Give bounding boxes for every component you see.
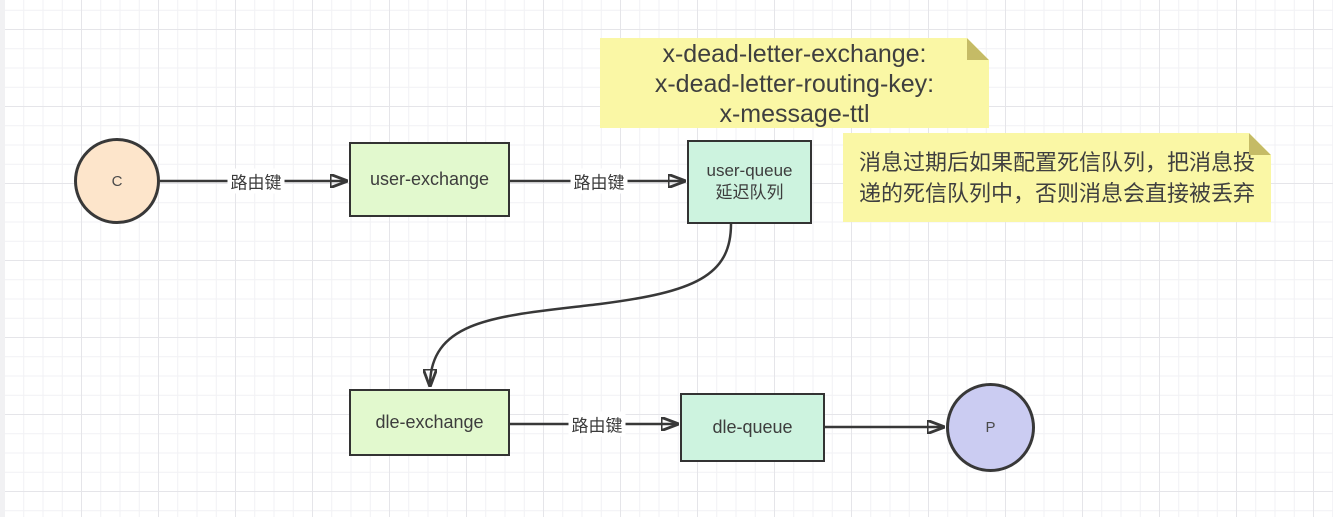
note-line-1: x-dead-letter-exchange: bbox=[662, 40, 927, 68]
node-consumer-label: C bbox=[111, 172, 123, 190]
node-user-queue-label: user-queue bbox=[706, 161, 793, 180]
node-consumer-c[interactable]: C bbox=[74, 138, 160, 224]
canvas-left-edge bbox=[0, 0, 5, 517]
note-line-3: x-message-ttl bbox=[719, 100, 870, 128]
node-dle-queue[interactable]: dle-queue bbox=[680, 393, 825, 462]
note-line-2: x-dead-letter-routing-key: bbox=[654, 70, 935, 98]
node-user-exchange-label: user-exchange bbox=[369, 169, 490, 189]
node-dle-exchange-label: dle-exchange bbox=[375, 412, 484, 432]
node-user-queue-sublabel: 延迟队列 bbox=[715, 183, 784, 202]
note-description-text: 消息过期后如果配置死信队列，把消息投递的死信队列中，否则消息会直接被丢弃 bbox=[859, 150, 1256, 206]
node-user-queue[interactable]: user-queue 延迟队列 bbox=[687, 140, 812, 224]
edge-user-queue-to-dle-exchange[interactable] bbox=[430, 223, 733, 386]
note-dead-letter-properties[interactable]: x-dead-letter-exchange: x-dead-letter-ro… bbox=[600, 38, 989, 128]
node-producer-p[interactable]: P bbox=[946, 383, 1035, 472]
node-producer-label: P bbox=[985, 419, 996, 436]
node-user-exchange[interactable]: user-exchange bbox=[349, 142, 510, 217]
edge-label-routing-key-1[interactable]: 路由键 bbox=[227, 168, 285, 194]
edge-label-routing-key-2[interactable]: 路由键 bbox=[570, 168, 628, 194]
note-expiry-description[interactable]: 消息过期后如果配置死信队列，把消息投递的死信队列中，否则消息会直接被丢弃 bbox=[843, 133, 1271, 222]
node-dle-queue-label: dle-queue bbox=[712, 417, 793, 437]
edge-label-routing-key-3[interactable]: 路由键 bbox=[568, 411, 626, 437]
node-dle-exchange[interactable]: dle-exchange bbox=[349, 389, 510, 456]
